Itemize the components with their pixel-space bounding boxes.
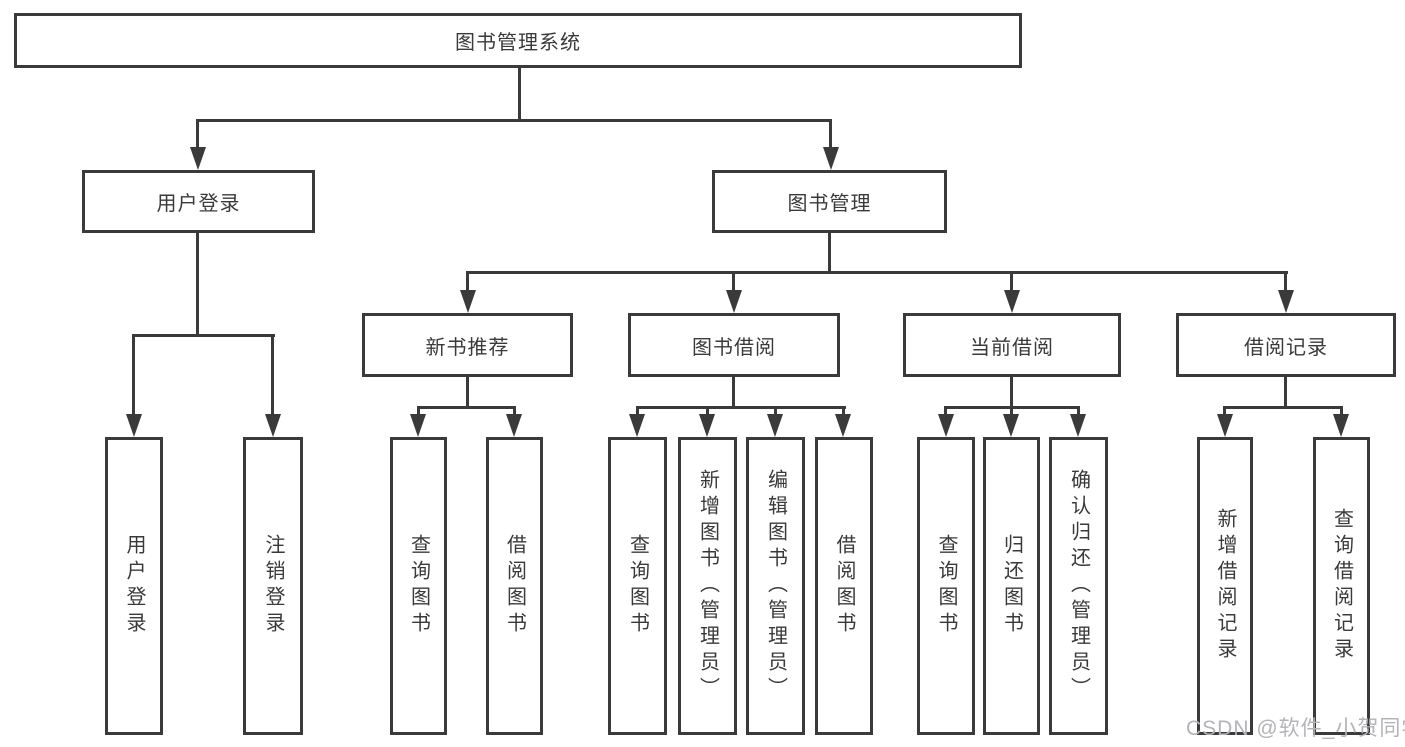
connector-bookmgmt-v1	[466, 271, 469, 291]
leaf-query-books-newrec-label: 查询图书	[407, 534, 430, 638]
node-user-login: 用户登录	[82, 170, 315, 233]
connector-userlogin-v1	[132, 334, 135, 414]
arrow-down-icon	[1070, 414, 1086, 437]
node-borrow-records: 借阅记录	[1176, 313, 1396, 377]
connector-userlogin-v2	[271, 334, 274, 414]
leaf-query-borrow-record-label: 查询借阅记录	[1330, 508, 1353, 664]
connector-records-h	[1223, 406, 1342, 409]
arrow-down-icon	[726, 290, 742, 313]
connector-borrow-stem	[732, 377, 735, 408]
leaf-borrow-books-borrow: 借阅图书	[815, 437, 873, 735]
connector-borrow-v1	[636, 406, 639, 416]
leaf-confirm-return-admin: 确认归还（管理员）	[1049, 437, 1108, 735]
node-book-management: 图书管理	[712, 170, 947, 233]
connector-bookmgmt-stem	[828, 233, 831, 273]
leaf-query-books-current: 查询图书	[917, 437, 975, 735]
leaf-edit-book-admin: 编辑图书（管理员）	[746, 437, 805, 735]
arrow-down-icon	[1003, 414, 1019, 437]
node-new-book-recommend: 新书推荐	[362, 313, 573, 377]
node-root: 图书管理系统	[14, 13, 1022, 68]
connector-current-v3	[1077, 406, 1080, 416]
connector-borrow-h	[636, 406, 846, 409]
connector-root-v-right	[829, 119, 832, 148]
leaf-edit-book-admin-label: 编辑图书（管理员）	[764, 469, 787, 703]
arrow-down-icon	[1278, 290, 1294, 313]
leaf-query-books-newrec: 查询图书	[390, 437, 447, 735]
connector-newrec-v1	[417, 406, 420, 416]
connector-records-v1	[1223, 406, 1226, 416]
arrow-down-icon	[460, 290, 476, 313]
connector-root-h	[196, 119, 832, 122]
node-book-management-label: 图书管理	[787, 193, 872, 215]
node-root-label: 图书管理系统	[455, 32, 581, 54]
arrow-down-icon	[410, 414, 426, 437]
leaf-borrow-books-borrow-label: 借阅图书	[833, 534, 855, 638]
connector-root-stem	[518, 68, 521, 122]
connector-records-v2	[1340, 406, 1343, 416]
connector-borrow-v4	[842, 406, 845, 416]
arrow-down-icon	[767, 414, 783, 437]
leaf-logout-label: 注销登录	[262, 534, 284, 638]
connector-current-stem	[1010, 377, 1013, 408]
leaf-add-borrow-record-label: 新增借阅记录	[1214, 508, 1236, 664]
leaf-user-login-label: 用户登录	[123, 534, 145, 638]
leaf-borrow-books-newrec: 借阅图书	[486, 437, 543, 735]
node-user-login-label: 用户登录	[156, 193, 241, 215]
leaf-borrow-books-newrec-label: 借阅图书	[503, 534, 526, 638]
arrow-down-icon	[190, 147, 206, 170]
leaf-query-books-borrow-label: 查询图书	[626, 534, 649, 638]
leaf-add-book-admin: 新增图书（管理员）	[678, 437, 737, 735]
connector-userlogin-h	[132, 334, 275, 337]
arrow-down-icon	[835, 414, 851, 437]
csdn-watermark: CSDN @软件_小贺同学	[1186, 717, 1405, 740]
node-current-borrow: 当前借阅	[903, 313, 1121, 377]
arrow-down-icon	[506, 414, 522, 437]
arrow-down-icon	[265, 414, 281, 437]
leaf-query-borrow-record: 查询借阅记录	[1313, 437, 1370, 735]
connector-borrow-v2	[706, 406, 709, 416]
connector-root-v-left	[196, 119, 199, 148]
connector-bookmgmt-v3	[1010, 271, 1013, 291]
node-new-book-recommend-label: 新书推荐	[425, 336, 510, 359]
leaf-confirm-return-admin-label: 确认归还（管理员）	[1067, 469, 1090, 703]
node-current-borrow-label: 当前借阅	[970, 336, 1054, 359]
connector-newrec-stem	[466, 377, 469, 408]
connector-newrec-v2	[513, 406, 516, 416]
arrow-down-icon	[1004, 290, 1020, 313]
connector-userlogin-stem	[196, 233, 199, 336]
node-book-borrow-label: 图书借阅	[692, 336, 776, 359]
node-borrow-records-label: 借阅记录	[1244, 336, 1328, 359]
arrow-down-icon	[938, 414, 954, 437]
leaf-add-book-admin-label: 新增图书（管理员）	[696, 469, 719, 703]
leaf-add-borrow-record: 新增借阅记录	[1197, 437, 1253, 735]
connector-bookmgmt-h	[466, 271, 1288, 274]
leaf-query-books-borrow: 查询图书	[608, 437, 667, 735]
arrow-down-icon	[126, 414, 142, 437]
connector-newrec-h	[417, 406, 516, 409]
connector-borrow-v3	[774, 406, 777, 416]
arrow-down-icon	[629, 414, 645, 437]
connector-current-v2	[1010, 406, 1013, 416]
leaf-return-books: 归还图书	[983, 437, 1040, 735]
arrow-down-icon	[1333, 414, 1349, 437]
node-book-borrow: 图书借阅	[628, 313, 840, 377]
arrow-down-icon	[1217, 414, 1233, 437]
leaf-logout: 注销登录	[243, 437, 303, 735]
connector-records-stem	[1284, 377, 1287, 408]
connector-bookmgmt-v4	[1284, 271, 1287, 291]
connector-bookmgmt-v2	[732, 271, 735, 291]
arrow-down-icon	[823, 147, 839, 170]
leaf-return-books-label: 归还图书	[1000, 534, 1023, 638]
leaf-query-books-current-label: 查询图书	[935, 534, 957, 638]
connector-current-v1	[944, 406, 947, 416]
arrow-down-icon	[699, 414, 715, 437]
leaf-user-login: 用户登录	[105, 437, 163, 735]
